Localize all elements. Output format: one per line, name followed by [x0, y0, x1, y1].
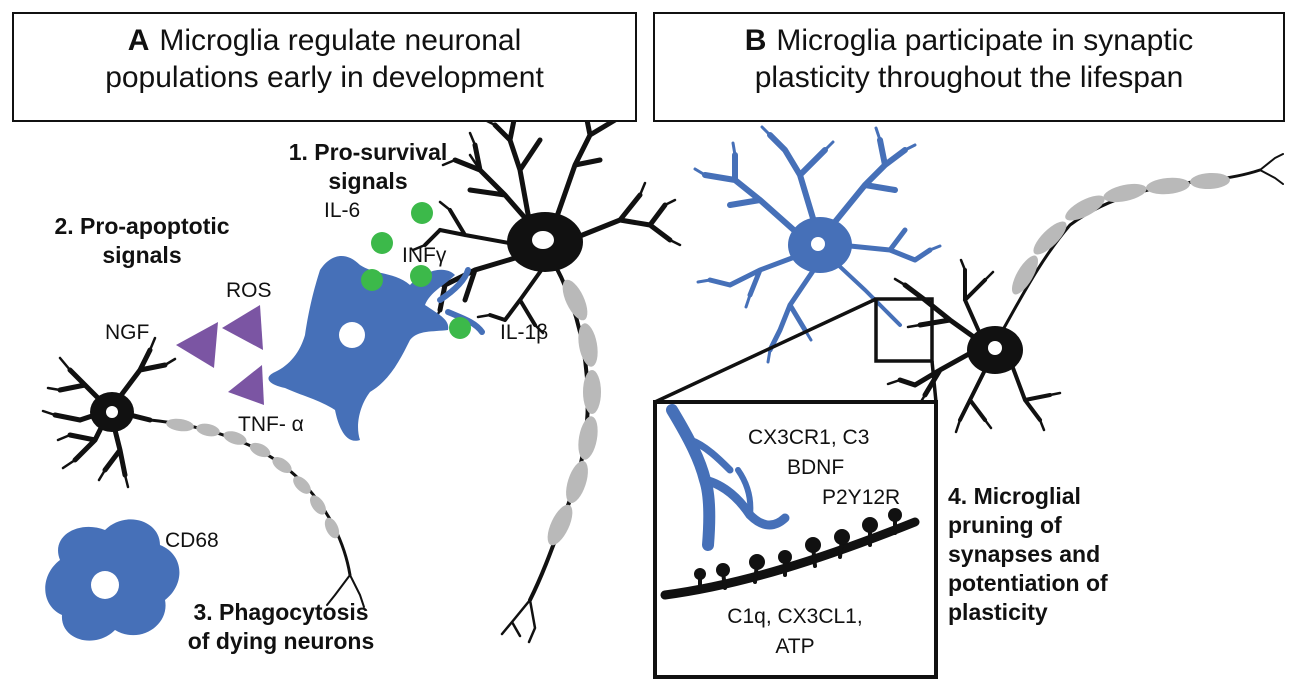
step4-line5: plasticity — [948, 599, 1048, 625]
panel-a-title: A Microglia regulate neuronal populations… — [12, 12, 637, 122]
large-neuron-a-myelin — [547, 279, 601, 546]
step4-line3: synapses and — [948, 541, 1101, 567]
pro-apoptotic-triangles — [176, 305, 264, 405]
panel-b-title-line1: Microglia participate in synaptic — [776, 24, 1194, 57]
step2-label: 2. Pro-apoptotic signals — [22, 212, 262, 270]
label-ros: ROS — [226, 279, 272, 302]
inset-dendrite — [660, 508, 920, 600]
step1-line2: signals — [328, 168, 408, 194]
zoom-line-left — [654, 297, 877, 404]
microglia-a-nucleus — [339, 322, 365, 348]
panel-a-letter: A — [127, 24, 150, 57]
label-infg: INFγ — [402, 244, 447, 267]
small-neuron-a-nucleus — [106, 406, 118, 418]
label-il1b: IL-1β — [500, 321, 549, 344]
inset-label-c1q: C1q, CX3CL1, — [727, 605, 863, 628]
label-il6: IL-6 — [324, 199, 361, 222]
inset-label-atp: ATP — [775, 635, 815, 658]
step3-line2: of dying neurons — [187, 628, 375, 654]
microglia-b-nucleus — [811, 237, 825, 251]
step2-line1: 2. Pro-apoptotic — [54, 213, 230, 239]
label-ngf: NGF — [105, 321, 150, 344]
inset-label-bdnf: BDNF — [787, 456, 845, 479]
microglia-b-processes — [693, 125, 942, 364]
step3-line1: 3. Phagocytosis — [193, 599, 369, 625]
step3-label: 3. Phagocytosis of dying neurons — [172, 598, 390, 656]
panel-b-letter: B — [744, 24, 767, 57]
inset-microglia-process — [666, 404, 790, 551]
zoom-region — [874, 297, 934, 363]
step1-label: 1. Pro-survival signals — [268, 138, 468, 196]
neuron-b-nucleus — [988, 341, 1002, 355]
panel-b-title-line2: plasticity throughout the lifespan — [754, 61, 1184, 94]
label-cd68: CD68 — [165, 529, 219, 552]
step4-line1: 4. Microglial — [948, 483, 1081, 509]
step2-line2: signals — [102, 242, 182, 268]
pro-survival-dots — [361, 202, 471, 339]
large-neuron-a-nucleus — [532, 231, 554, 249]
microglia-a — [268, 255, 455, 441]
neuron-b-myelin — [1012, 172, 1230, 295]
phagocytic-microglia-vacuole — [91, 571, 119, 599]
zoom-line-right — [930, 360, 938, 403]
step4-line4: potentiation of — [948, 570, 1108, 596]
panel-a-title-line2: populations early in development — [105, 61, 544, 94]
neuron-b — [886, 153, 1284, 434]
inset-label-cx3cr1-c3: CX3CR1, C3 — [748, 426, 870, 449]
label-tnfa: TNF- α — [238, 413, 304, 436]
step4-label: 4. Microglial pruning of synapses and po… — [948, 482, 1168, 627]
step1-line1: 1. Pro-survival — [288, 139, 448, 165]
panel-b-title: B Microglia participate in synaptic plast… — [653, 12, 1285, 122]
inset-label-p2y12r: P2Y12R — [822, 486, 901, 509]
panel-a-title-line1: Microglia regulate neuronal — [159, 24, 522, 57]
step4-line2: pruning of — [948, 512, 1062, 538]
small-neuron-a-myelin — [166, 418, 340, 539]
